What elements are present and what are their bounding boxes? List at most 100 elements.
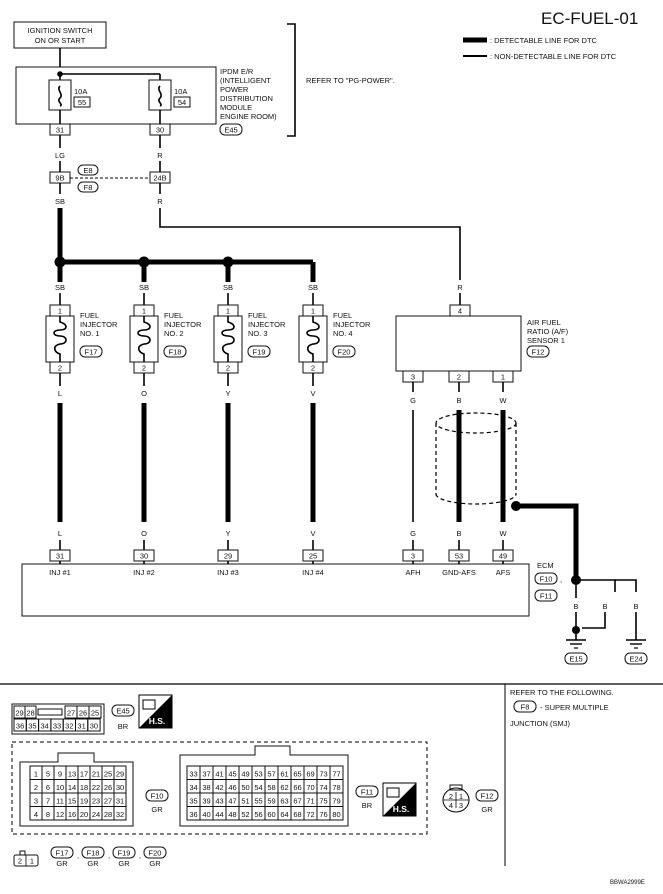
terminal-number: 75 xyxy=(319,797,327,806)
terminal-number: 2 xyxy=(34,783,38,792)
hs-badge-2: H.S. xyxy=(382,782,417,817)
terminal-number: 72 xyxy=(306,810,314,819)
injector-label-line: FUEL xyxy=(80,311,99,320)
svg-text:F11: F11 xyxy=(540,592,552,601)
terminal-number: 39 xyxy=(202,797,210,806)
af-sensor-pin-3: 3GG xyxy=(402,370,424,550)
ipdm-refer: REFER TO "PG-POWER". xyxy=(306,76,395,85)
terminal-number: 46 xyxy=(228,783,236,792)
ground-e15: E15 xyxy=(564,630,588,665)
svg-text:2: 2 xyxy=(449,792,453,801)
svg-text:F11: F11 xyxy=(361,788,373,797)
svg-text:35: 35 xyxy=(28,722,36,731)
svg-text:B: B xyxy=(633,602,638,611)
terminal-number: 15 xyxy=(68,797,76,806)
ecm-terminal-label: AFH xyxy=(406,568,421,577)
af-wire-ecm: W xyxy=(499,529,507,538)
ecm-terminal-label: INJ #1 xyxy=(49,568,71,577)
svg-text:3: 3 xyxy=(411,373,415,382)
injector-label-line: NO. 3 xyxy=(248,329,268,338)
svg-text:53: 53 xyxy=(455,552,463,561)
svg-text:3: 3 xyxy=(459,801,463,810)
svg-text:32: 32 xyxy=(65,722,73,731)
injector-label-line: INJECTOR xyxy=(164,320,202,329)
connector-color: GR xyxy=(87,859,99,868)
svg-text:31: 31 xyxy=(77,722,85,731)
terminal-number: 5 xyxy=(46,770,50,779)
terminal-number: 55 xyxy=(254,797,262,806)
terminal-number: 34 xyxy=(189,783,197,792)
svg-text:B: B xyxy=(573,602,578,611)
terminal-number: 33 xyxy=(189,770,197,779)
terminal-number: 79 xyxy=(332,797,340,806)
terminal-number: 67 xyxy=(293,797,301,806)
injector-wire-color: Y xyxy=(225,389,230,398)
terminal-number: 60 xyxy=(267,810,275,819)
ecm-terminal-label: GND-AFS xyxy=(442,568,476,577)
af-wire-color: G xyxy=(410,396,416,405)
terminal-number: 17 xyxy=(80,770,88,779)
svg-text:25: 25 xyxy=(309,552,317,561)
svg-text:F18: F18 xyxy=(87,849,100,858)
terminal-number: 28 xyxy=(104,810,112,819)
terminal-number: 3 xyxy=(34,797,38,806)
terminal-number: 69 xyxy=(306,770,314,779)
svg-text:ENGINE ROOM): ENGINE ROOM) xyxy=(220,112,277,121)
terminal-number: 6 xyxy=(46,783,50,792)
svg-text:E24: E24 xyxy=(629,655,642,664)
terminal-number: 19 xyxy=(80,797,88,806)
terminal-number: 56 xyxy=(254,810,262,819)
injector-label-line: INJECTOR xyxy=(333,320,371,329)
legend-detectable: : DETECTABLE LINE FOR DTC xyxy=(490,36,598,45)
connector-color: GR xyxy=(56,859,68,868)
terminal-number: 23 xyxy=(92,797,100,806)
svg-text:2: 2 xyxy=(311,364,315,373)
svg-text:(INTELLIGENT: (INTELLIGENT xyxy=(220,76,271,85)
svg-text:49: 49 xyxy=(499,552,507,561)
terminal-number: 70 xyxy=(306,783,314,792)
terminal-number: 41 xyxy=(215,770,223,779)
terminal-number: 40 xyxy=(202,810,210,819)
svg-text:2: 2 xyxy=(226,364,230,373)
hs-badge-1: H.S. xyxy=(138,694,173,729)
svg-text:F8: F8 xyxy=(521,703,530,712)
ipdm-box xyxy=(15,66,217,125)
separator: , xyxy=(108,851,110,860)
svg-text:28: 28 xyxy=(26,709,34,718)
terminal-number: 22 xyxy=(92,783,100,792)
terminal-number: 7 xyxy=(46,797,50,806)
svg-text:1: 1 xyxy=(58,307,62,316)
svg-text:25: 25 xyxy=(91,709,99,718)
refer-title: REFER TO THE FOLLOWING. xyxy=(510,688,614,697)
svg-text:31: 31 xyxy=(56,552,64,561)
terminal-number: 27 xyxy=(104,797,112,806)
svg-text:F20: F20 xyxy=(338,348,351,357)
terminal-number: 54 xyxy=(254,783,262,792)
svg-text:4: 4 xyxy=(449,801,453,810)
injector-label-line: FUEL xyxy=(333,311,352,320)
svg-text:GR: GR xyxy=(151,805,163,814)
af-sensor-label: AIR FUEL RATIO (A/F) SENSOR 1 xyxy=(527,318,569,345)
ipdm-connector: E45 xyxy=(224,126,237,135)
terminal-number: 25 xyxy=(104,770,112,779)
svg-text:30: 30 xyxy=(90,722,98,731)
svg-text:POWER: POWER xyxy=(220,85,249,94)
terminal-number: 38 xyxy=(202,783,210,792)
terminal-number: 73 xyxy=(319,770,327,779)
terminal-number: 76 xyxy=(319,810,327,819)
ecm-terminal-label: INJ #2 xyxy=(133,568,155,577)
svg-text:36: 36 xyxy=(16,722,24,731)
terminal-number: 4 xyxy=(34,810,38,819)
ignition-line1: IGNITION SWITCH xyxy=(28,26,93,35)
injector-label-line: NO. 2 xyxy=(164,329,184,338)
svg-text:27: 27 xyxy=(67,709,75,718)
refer-desc2: JUNCTION (SMJ) xyxy=(510,719,570,728)
injector-label-line: FUEL xyxy=(164,311,183,320)
af-sensor-box xyxy=(395,315,522,372)
terminal-number: 80 xyxy=(332,810,340,819)
terminal-number: 24 xyxy=(92,810,100,819)
terminal-number: 20 xyxy=(80,810,88,819)
